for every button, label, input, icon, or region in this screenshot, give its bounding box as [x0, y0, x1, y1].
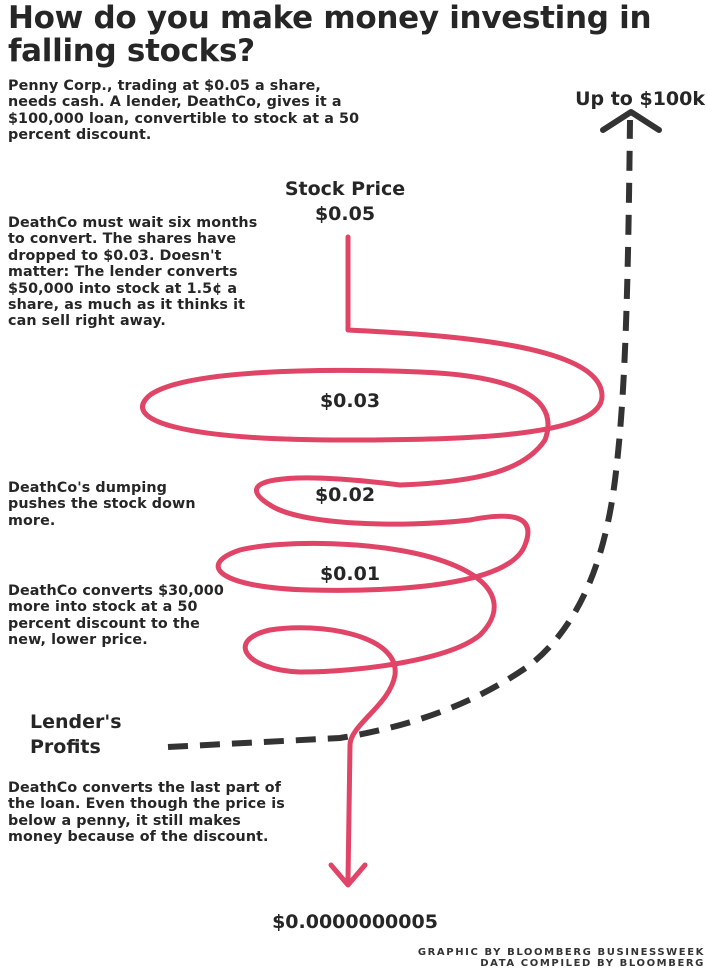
credit-graphic: GRAPHIC BY BLOOMBERG BUSINESSWEEK: [417, 947, 705, 958]
step-2-text: DeathCo's dumping pushes the stock down …: [8, 480, 196, 529]
price-level-end: $0.0000000005: [272, 911, 438, 933]
step-3-text: DeathCo converts $30,000 more into stock…: [8, 583, 224, 649]
intro-text: Penny Corp., trading at $0.05 a share, n…: [8, 78, 360, 144]
price-level-start: $0.05: [314, 203, 376, 225]
stock-price-label: Stock Price: [284, 178, 406, 200]
price-level-1: $0.03: [319, 390, 381, 412]
price-level-2: $0.02: [314, 484, 376, 506]
step-4-text: DeathCo converts the last part of the lo…: [8, 780, 285, 846]
down-arrow-head: [328, 862, 368, 888]
step-1-text: DeathCo must wait six months to convert.…: [8, 215, 258, 330]
lender-profits-label: Lender's Profits: [30, 711, 122, 758]
credit-data: DATA COMPILED BY BLOOMBERG: [480, 958, 705, 969]
up-arrow-head: [600, 109, 662, 133]
price-level-3: $0.01: [319, 563, 381, 585]
stock-price-spiral-line: [140, 234, 605, 883]
upper-target-label: Up to $100k: [575, 88, 705, 110]
credits: GRAPHIC BY BLOOMBERG BUSINESSWEEK DATA C…: [418, 947, 705, 969]
page-title: How do you make money investing in falli…: [8, 0, 652, 69]
lender-profits-dashed-line: [167, 119, 633, 750]
